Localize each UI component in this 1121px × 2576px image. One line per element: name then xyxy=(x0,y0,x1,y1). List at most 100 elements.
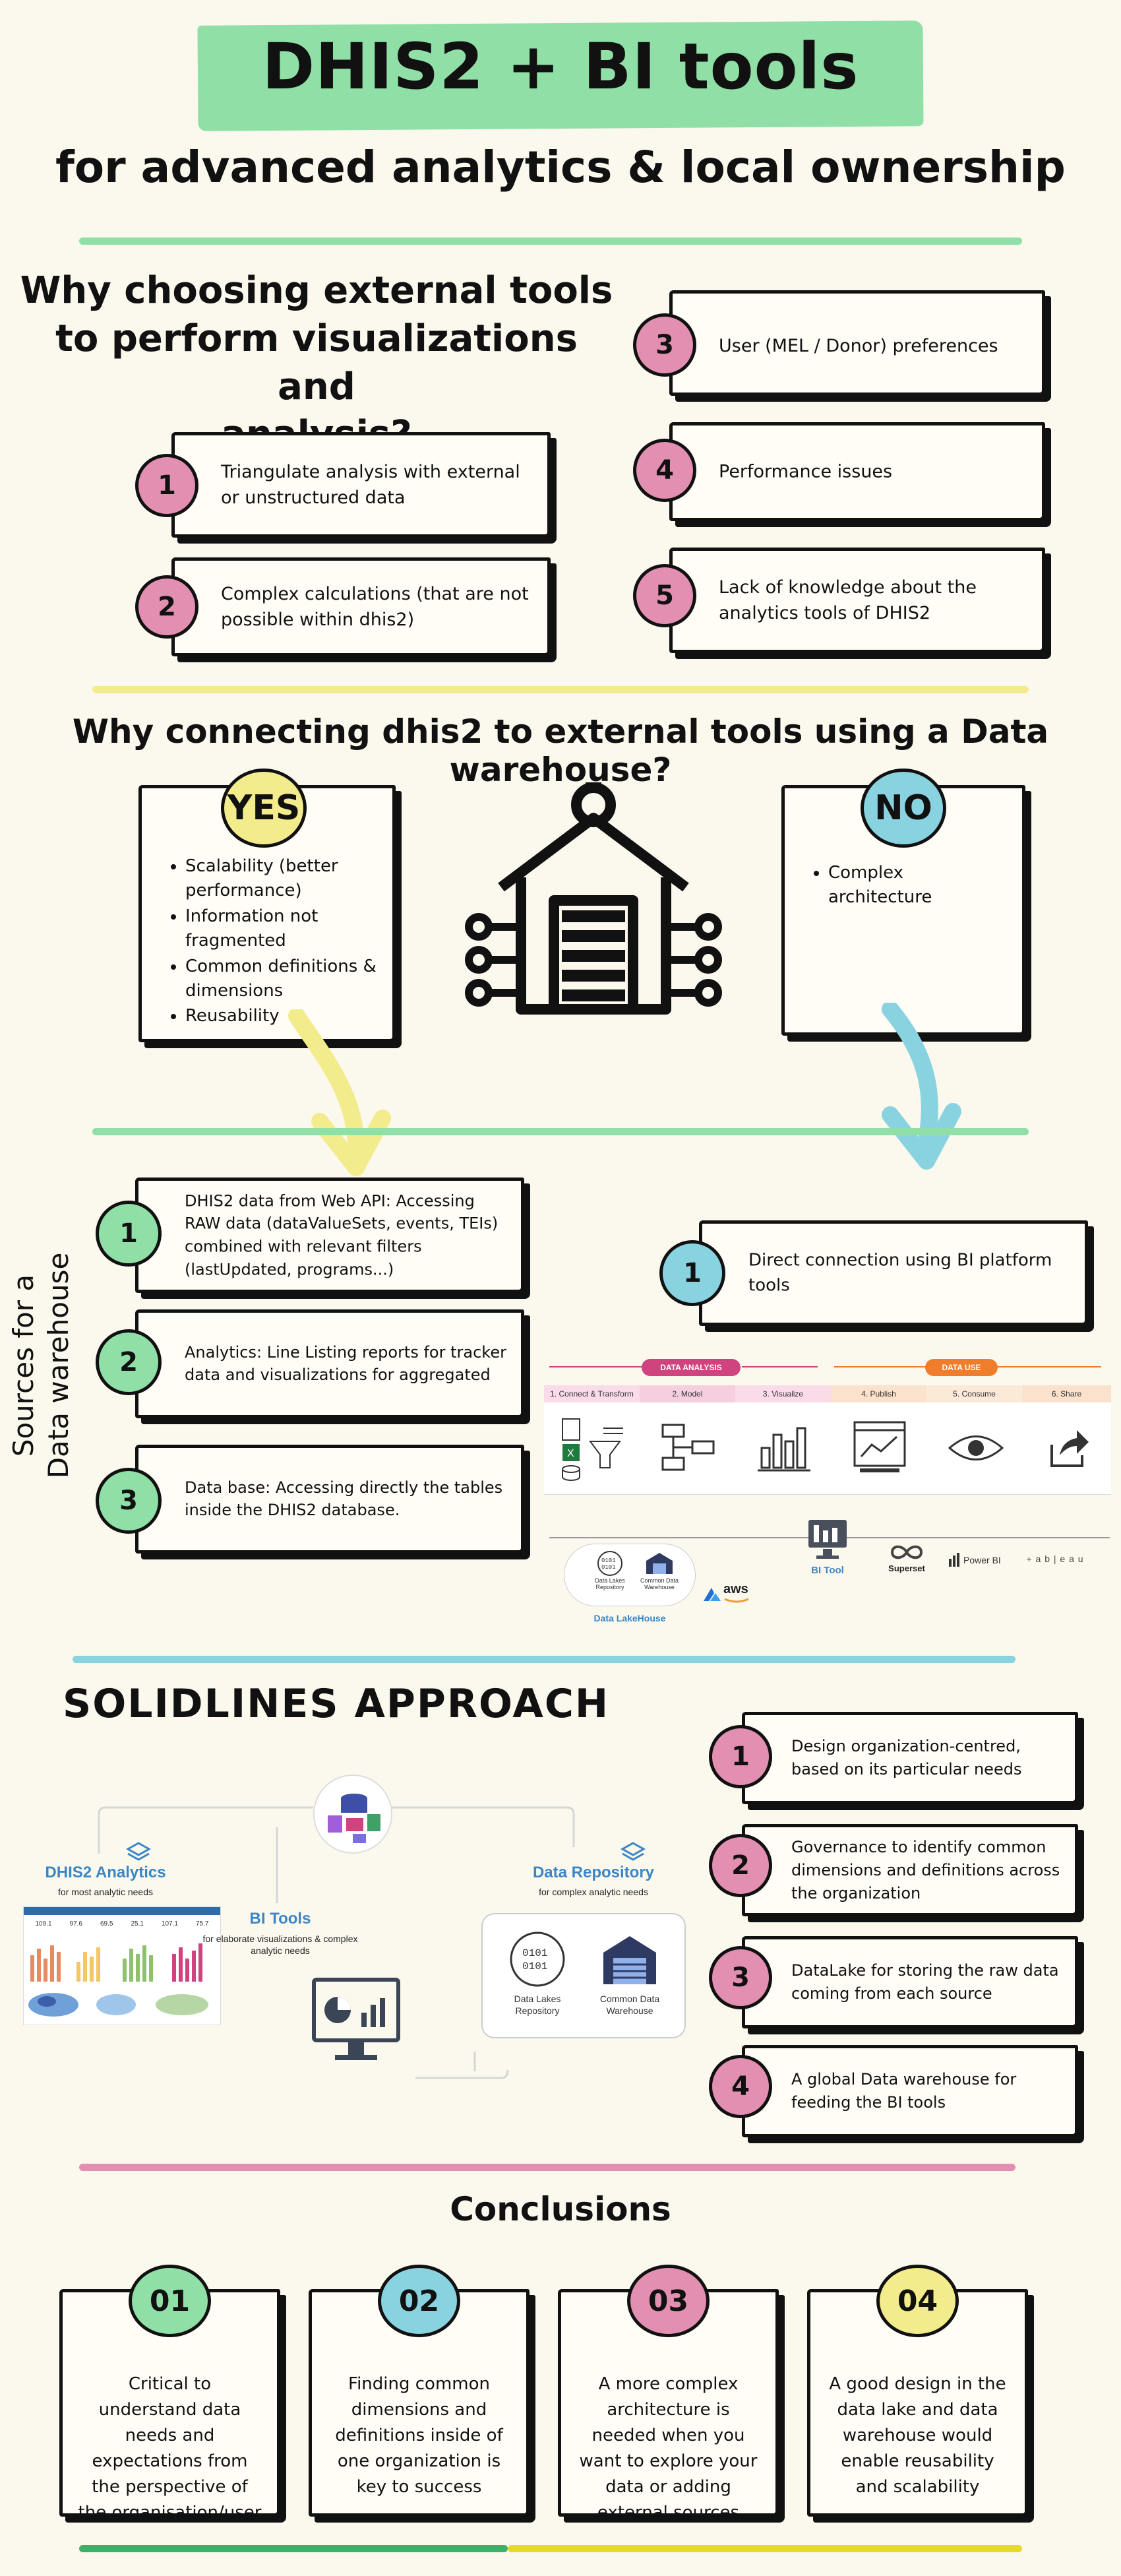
conclusion-text-2: Finding common dimensions and definition… xyxy=(335,2374,503,2497)
reason-text-3: User (MEL / Donor) preferences xyxy=(719,336,998,356)
reason-card-4: Performance issues xyxy=(669,422,1045,521)
warehouse-icon xyxy=(465,782,722,1015)
conclusions-heading: Conclusions xyxy=(450,2190,671,2228)
model-icon xyxy=(661,1424,715,1471)
reason-card-3: User (MEL / Donor) preferences xyxy=(669,290,1045,396)
dashboard-kpis: 109.1 97.6 69.5 25.1 107.1 75.7 xyxy=(24,1915,220,1929)
svg-text:X: X xyxy=(567,1448,574,1459)
source-card-1: DHIS2 data from Web API: Accessing RAW d… xyxy=(135,1178,524,1293)
divider-blue xyxy=(73,1656,1015,1663)
reason-card-1: Triangulate analysis with external or un… xyxy=(171,432,551,538)
common-warehouse-icon xyxy=(603,1936,656,1984)
reason-number-5: 5 xyxy=(633,564,696,627)
bi-tools-sub: for elaborate visualizations & complex a… xyxy=(202,1933,358,1957)
conclusion-text-1: Critical to understand data needs and ex… xyxy=(78,2374,262,2523)
step-consume: 5. Consume xyxy=(926,1385,1022,1402)
dashboard-mini-charts xyxy=(28,1943,208,2017)
visualize-icon xyxy=(758,1427,810,1472)
reason-card-2: Complex calculations (that are not possi… xyxy=(171,557,551,656)
why-warehouse-heading: Why connecting dhis2 to external tools u… xyxy=(72,712,1049,789)
connect-transform-icon: X xyxy=(562,1418,623,1481)
layers-icon-right xyxy=(620,1842,646,1861)
step-connect: 1. Connect & Transform xyxy=(544,1385,640,1402)
yes-list: Scalability (better performance) Informa… xyxy=(168,854,379,1030)
divider-green-2 xyxy=(92,1128,1029,1135)
yes-item: Scalability (better performance) xyxy=(185,854,379,903)
approach-card-4: A global Data warehouse for feeding the … xyxy=(742,2045,1078,2137)
data-repository-sub: for complex analytic needs xyxy=(539,1887,648,1897)
divider-green xyxy=(79,237,1022,245)
azure-icon xyxy=(704,1588,721,1601)
source-number-1: 1 xyxy=(96,1201,162,1267)
common-wh-label: Common Data Warehouse xyxy=(640,1577,679,1590)
why-external-heading-line2: to perform visualizations and xyxy=(55,317,578,408)
analysis-line-right xyxy=(742,1366,818,1367)
reason-number-4: 4 xyxy=(633,439,696,502)
footer-line-yellow xyxy=(508,2545,1022,2552)
common-warehouse-label: Common Data Warehouse xyxy=(599,1994,660,2016)
step-share: 6. Share xyxy=(1022,1385,1111,1402)
analysis-line-left xyxy=(549,1366,724,1367)
approach-card-1: Design organization-centred, based on it… xyxy=(742,1712,1078,1804)
svg-text:0101: 0101 xyxy=(601,1557,616,1564)
conclusion-number-4: 04 xyxy=(876,2265,959,2337)
kpi-value: 107.1 xyxy=(161,1920,178,1928)
sources-side-label: Sources for a Data warehouse xyxy=(7,1220,86,1511)
kpi-value: 75.7 xyxy=(195,1920,209,1928)
sources-side-label-1: Sources for a xyxy=(7,1274,40,1457)
no-badge: NO xyxy=(861,769,946,848)
conclusion-card-1: Critical to understand data needs and ex… xyxy=(59,2289,280,2523)
source-card-3: Data base: Accessing directly the tables… xyxy=(135,1445,524,1554)
conclusion-card-2: Finding common dimensions and definition… xyxy=(309,2289,530,2517)
dhis2-dashboard-thumbnail: 109.1 97.6 69.5 25.1 107.1 75.7 xyxy=(23,1906,221,2025)
direct-connection-card: Direct connection using BI platform tool… xyxy=(699,1220,1088,1326)
step-publish: 4. Publish xyxy=(831,1385,926,1402)
lake-repo-label: Data Lakes Repository xyxy=(595,1577,625,1590)
reason-number-2: 2 xyxy=(135,575,198,639)
divider-yellow xyxy=(92,686,1029,693)
page-title: DHIS2 + BI tools xyxy=(262,30,859,104)
dashboard-topbar xyxy=(24,1907,220,1915)
powerbi-label: Power BI xyxy=(963,1555,1001,1565)
bi-tools-label: BI Tools xyxy=(249,1910,311,1928)
dhis2-analytics-sub: for most analytic needs xyxy=(58,1887,153,1897)
source-number-2: 2 xyxy=(96,1329,162,1395)
reason-number-3: 3 xyxy=(633,313,696,377)
conclusion-number-3: 03 xyxy=(627,2265,710,2337)
data-analysis-pill: DATA ANALYSIS xyxy=(642,1359,741,1376)
pipeline-body xyxy=(544,1402,1111,1495)
no-item: Complex architecture xyxy=(828,861,1009,910)
lakehouse-label: Data LakeHouse xyxy=(593,1613,666,1623)
conclusion-number-2: 02 xyxy=(378,2265,460,2337)
common-wh-icon xyxy=(646,1553,673,1574)
conclusion-text-3: A more complex architecture is needed wh… xyxy=(579,2374,758,2523)
approach-text-2: Governance to identify common dimensions… xyxy=(791,1837,1060,1902)
yes-arrow-icon xyxy=(288,1009,391,1176)
why-external-heading: Why choosing external tools to perform v… xyxy=(20,267,613,459)
yes-item: Information not fragmented xyxy=(185,904,379,953)
approach-number-1: 1 xyxy=(709,1725,772,1788)
sources-side-label-2: Data warehouse xyxy=(42,1252,75,1479)
reason-text-1: Triangulate analysis with external or un… xyxy=(221,461,520,508)
reason-number-1: 1 xyxy=(135,454,198,517)
svg-text:0101: 0101 xyxy=(522,1947,547,1959)
conclusion-card-4: A good design in the data lake and data … xyxy=(807,2289,1028,2517)
page-subtitle: for advanced analytics & local ownership xyxy=(55,142,1066,193)
approach-heading: SOLIDLINES APPROACH xyxy=(63,1681,610,1727)
direct-connection-text: Direct connection using BI platform tool… xyxy=(748,1250,1052,1295)
approach-card-3: DataLake for storing the raw data coming… xyxy=(742,1936,1078,2028)
approach-number-2: 2 xyxy=(709,1834,772,1897)
no-arrow-icon xyxy=(882,1003,961,1170)
bi-monitor-icon xyxy=(312,1978,400,2060)
consume-eye-icon xyxy=(948,1435,1004,1461)
approach-number-4: 4 xyxy=(709,2055,772,2118)
superset-label: Superset xyxy=(888,1563,925,1573)
direct-connection-number: 1 xyxy=(659,1240,725,1306)
bi-tool-label: BI Tool xyxy=(811,1565,844,1576)
lakehouse-box xyxy=(564,1544,696,1606)
layers-icon-left xyxy=(125,1842,152,1861)
svg-text:0101: 0101 xyxy=(601,1564,616,1571)
approach-diagram: DHIS2 Analytics for most analytic needs … xyxy=(20,1755,699,2098)
source-number-3: 3 xyxy=(96,1468,162,1534)
conclusion-number-1: 01 xyxy=(129,2265,211,2337)
